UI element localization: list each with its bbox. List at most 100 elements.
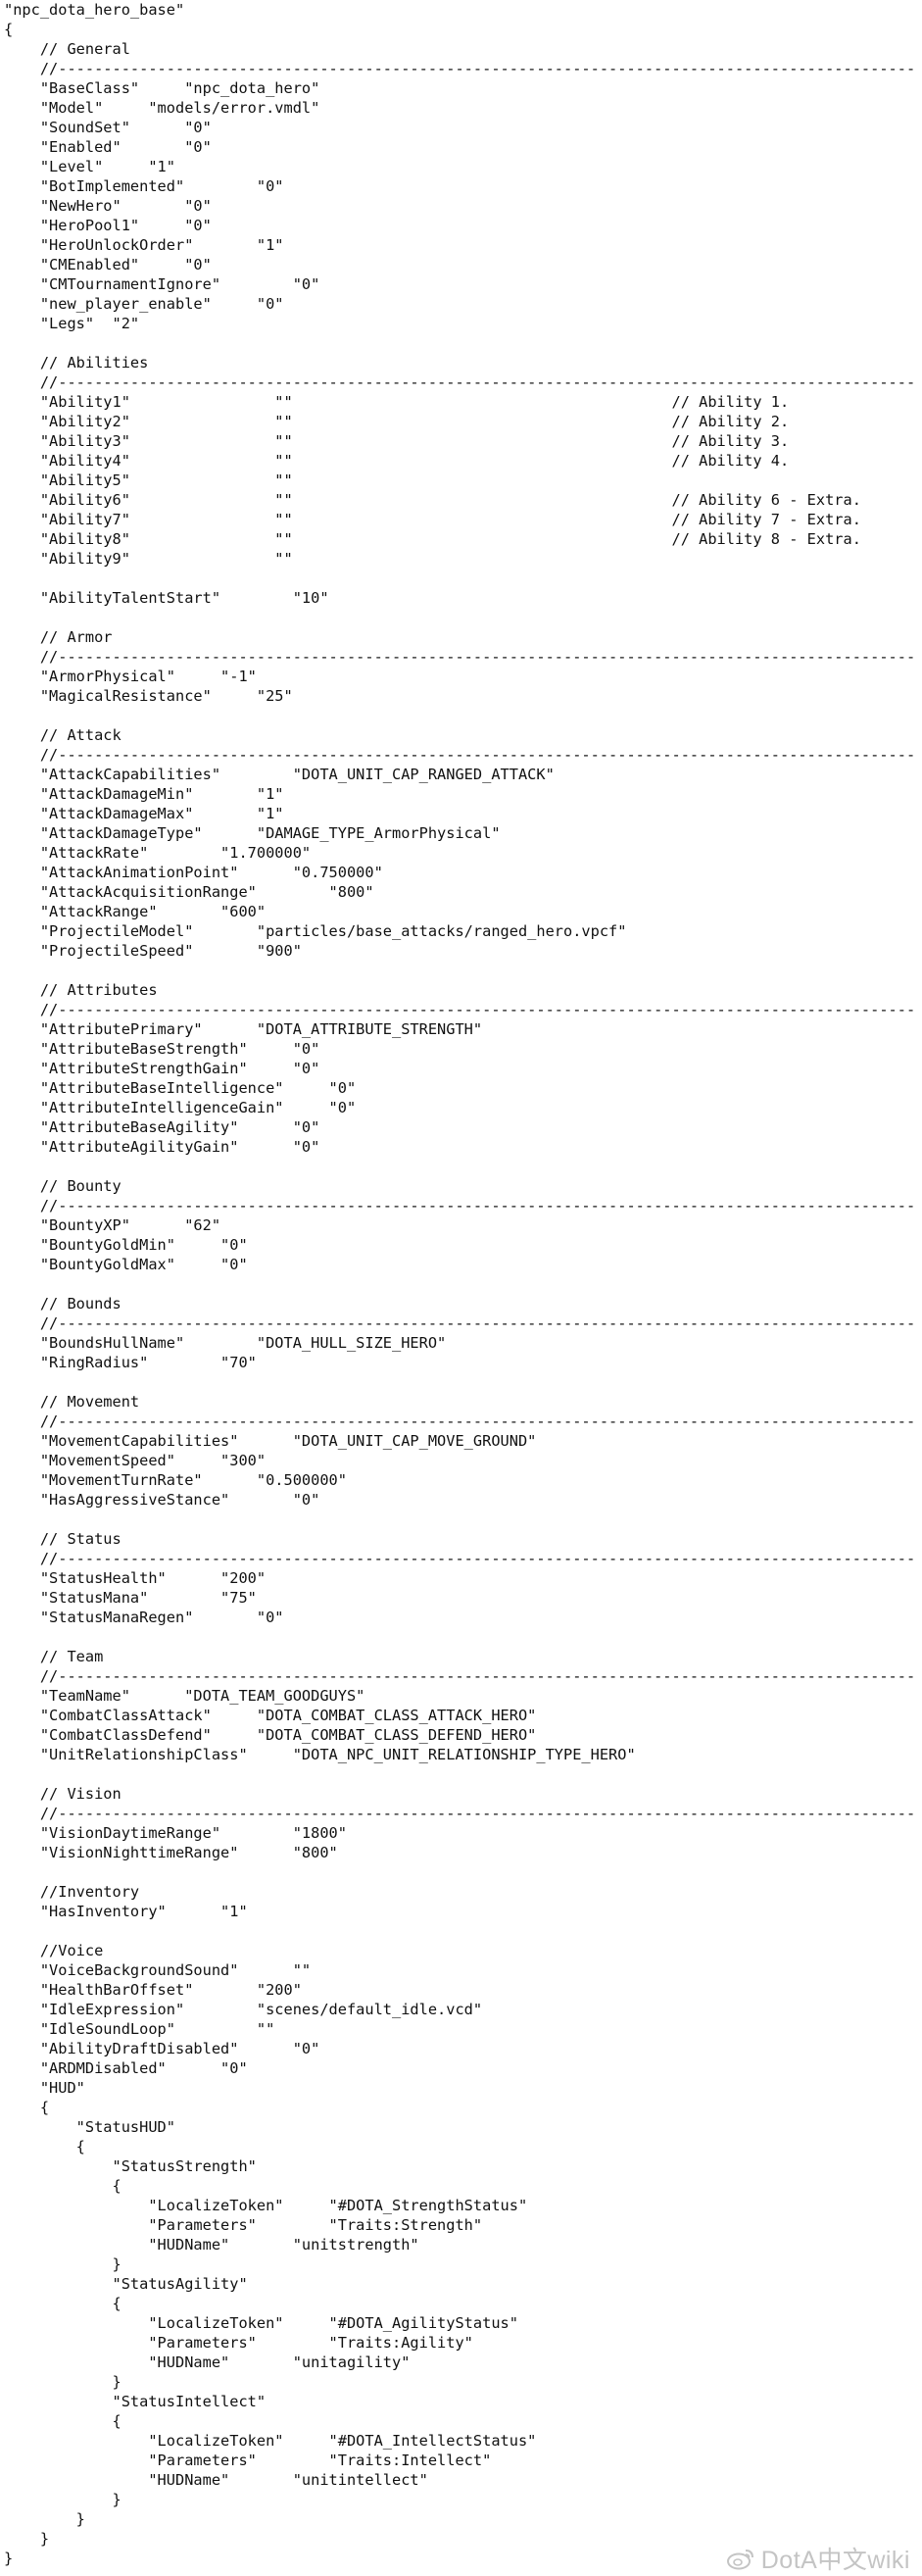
code-line: "BaseClass" "npc_dota_hero" xyxy=(4,79,320,97)
code-line xyxy=(4,608,915,627)
code-line: "LocalizeToken" "#DOTA_StrengthStatus" xyxy=(4,2197,528,2214)
code-line: } xyxy=(4,2373,121,2391)
code-line: "Parameters" "Traits:Intellect" xyxy=(4,2452,492,2469)
code-line: //--------------------------------------… xyxy=(4,1197,915,1214)
code-line: "npc_dota_hero_base" xyxy=(4,1,185,19)
code-line: "VisionNighttimeRange" "800" xyxy=(4,1844,338,1861)
code-line: // Team xyxy=(4,1648,104,1665)
code-line: //--------------------------------------… xyxy=(4,1667,915,1685)
code-line xyxy=(4,1921,915,1941)
code-line: //Inventory xyxy=(4,1883,140,1901)
code-line: "MagicalResistance" "25" xyxy=(4,687,293,705)
code-line: "CombatClassDefend" "DOTA_COMBAT_CLASS_D… xyxy=(4,1726,537,1744)
code-line: // Vision xyxy=(4,1785,121,1803)
code-line: "TeamName" "DOTA_TEAM_GOODGUYS" xyxy=(4,1687,365,1705)
code-line: "Ability6" "" // Ability 6 - Extra. xyxy=(4,491,861,509)
code-line: "BountyXP" "62" xyxy=(4,1216,221,1234)
code-line: // Status xyxy=(4,1530,121,1548)
code-line: "IdleExpression" "scenes/default_idle.vc… xyxy=(4,2001,483,2018)
code-line: "StatusIntellect" xyxy=(4,2393,267,2410)
code-line xyxy=(4,706,915,725)
code-line: "AbilityDraftDisabled" "0" xyxy=(4,2040,320,2057)
code-line: "AttributeBaseStrength" "0" xyxy=(4,1040,320,1058)
code-line xyxy=(4,1157,915,1176)
code-line: //--------------------------------------… xyxy=(4,1001,915,1018)
code-line: "AttributeBaseIntelligence" "0" xyxy=(4,1079,357,1097)
code-line: "UnitRelationshipClass" "DOTA_NPC_UNIT_R… xyxy=(4,1746,636,1763)
code-line: "StatusStrength" xyxy=(4,2157,257,2175)
code-line xyxy=(4,1627,915,1647)
code-line: "Level" "1" xyxy=(4,158,175,175)
code-line: { xyxy=(4,2177,121,2195)
code-line: "Legs" "2" xyxy=(4,315,140,332)
code-line: "SoundSet" "0" xyxy=(4,119,212,136)
code-line: //--------------------------------------… xyxy=(4,373,915,391)
code-line: "Parameters" "Traits:Agility" xyxy=(4,2334,473,2352)
code-line: "HeroUnlockOrder" "1" xyxy=(4,236,284,254)
code-line: "AttackAnimationPoint" "0.750000" xyxy=(4,864,383,881)
code-line xyxy=(4,961,915,980)
code-line: "StatusMana" "75" xyxy=(4,1589,257,1607)
code-line: // Movement xyxy=(4,1393,140,1411)
code-line: "AttributeStrengthGain" "0" xyxy=(4,1060,320,1077)
code-line: "LocalizeToken" "#DOTA_IntellectStatus" xyxy=(4,2432,537,2450)
code-listing: "npc_dota_hero_base" { // General //-----… xyxy=(4,0,915,2576)
code-line: "Parameters" "Traits:Strength" xyxy=(4,2216,483,2234)
code-line: "StatusManaRegen" "0" xyxy=(4,1609,284,1626)
code-line: "LocalizeToken" "#DOTA_AgilityStatus" xyxy=(4,2314,518,2332)
code-line: "HUD" xyxy=(4,2079,85,2097)
code-line: "CMEnabled" "0" xyxy=(4,256,212,273)
code-line: { xyxy=(4,2412,121,2430)
watermark: DotA中文wiki xyxy=(726,2541,910,2576)
code-line: "new_player_enable" "0" xyxy=(4,295,284,313)
code-line: //--------------------------------------… xyxy=(4,1412,915,1430)
code-line xyxy=(4,1274,915,1294)
code-line: //--------------------------------------… xyxy=(4,1314,915,1332)
code-line: "StatusHUD" xyxy=(4,2118,175,2136)
code-line: "Ability1" "" // Ability 1. xyxy=(4,393,790,411)
code-line: "AttributeBaseAgility" "0" xyxy=(4,1118,320,1136)
code-line: "Enabled" "0" xyxy=(4,138,212,156)
code-line: "ArmorPhysical" "-1" xyxy=(4,668,257,685)
code-line: "BotImplemented" "0" xyxy=(4,177,284,195)
code-line: "RingRadius" "70" xyxy=(4,1354,257,1371)
code-line: "MovementCapabilities" "DOTA_UNIT_CAP_MO… xyxy=(4,1432,537,1450)
code-line: "CMTournamentIgnore" "0" xyxy=(4,275,320,293)
code-line: } xyxy=(4,2255,121,2273)
code-line: "Ability2" "" // Ability 2. xyxy=(4,413,790,430)
code-line: } xyxy=(4,2530,50,2548)
code-line: "MovementTurnRate" "0.500000" xyxy=(4,1471,347,1489)
code-line: // Bounds xyxy=(4,1295,121,1313)
code-line: "BountyGoldMax" "0" xyxy=(4,1256,248,1273)
code-line: "MovementSpeed" "300" xyxy=(4,1452,267,1469)
code-line: "AttributeIntelligenceGain" "0" xyxy=(4,1099,357,1116)
code-line: "NewHero" "0" xyxy=(4,197,212,215)
code-line: "AttributePrimary" "DOTA_ATTRIBUTE_STREN… xyxy=(4,1020,483,1038)
code-line: "HasInventory" "1" xyxy=(4,1903,248,1920)
code-line: "AbilityTalentStart" "10" xyxy=(4,589,329,607)
code-line xyxy=(4,569,915,588)
watermark-text: DotA中文wiki xyxy=(760,2547,910,2574)
code-line: "StatusHealth" "200" xyxy=(4,1569,267,1587)
code-line: "HasAggressiveStance" "0" xyxy=(4,1491,320,1509)
code-line: { xyxy=(4,2138,85,2155)
code-line: // General xyxy=(4,40,130,58)
code-line: "HUDName" "unitintellect" xyxy=(4,2471,428,2489)
code-line: "ARDMDisabled" "0" xyxy=(4,2059,248,2077)
code-line: "AttackCapabilities" "DOTA_UNIT_CAP_RANG… xyxy=(4,766,555,783)
code-line: //--------------------------------------… xyxy=(4,648,915,666)
code-line: "CombatClassAttack" "DOTA_COMBAT_CLASS_A… xyxy=(4,1707,537,1724)
code-line: "BoundsHullName" "DOTA_HULL_SIZE_HERO" xyxy=(4,1334,447,1352)
code-line: "IdleSoundLoop" "" xyxy=(4,2020,275,2038)
code-line: "Ability7" "" // Ability 7 - Extra. xyxy=(4,511,861,528)
code-line: // Bounty xyxy=(4,1177,121,1195)
code-line: "ProjectileSpeed" "900" xyxy=(4,942,302,960)
code-line: "HealthBarOffset" "200" xyxy=(4,1981,302,1999)
code-line xyxy=(4,1372,915,1392)
code-line: //--------------------------------------… xyxy=(4,746,915,764)
code-line: //--------------------------------------… xyxy=(4,1550,915,1567)
code-line: } xyxy=(4,2510,85,2528)
code-line: "Ability5" "" xyxy=(4,471,293,489)
code-line: "AttackDamageType" "DAMAGE_TYPE_ArmorPhy… xyxy=(4,824,501,842)
code-line: "AttackDamageMax" "1" xyxy=(4,805,284,822)
